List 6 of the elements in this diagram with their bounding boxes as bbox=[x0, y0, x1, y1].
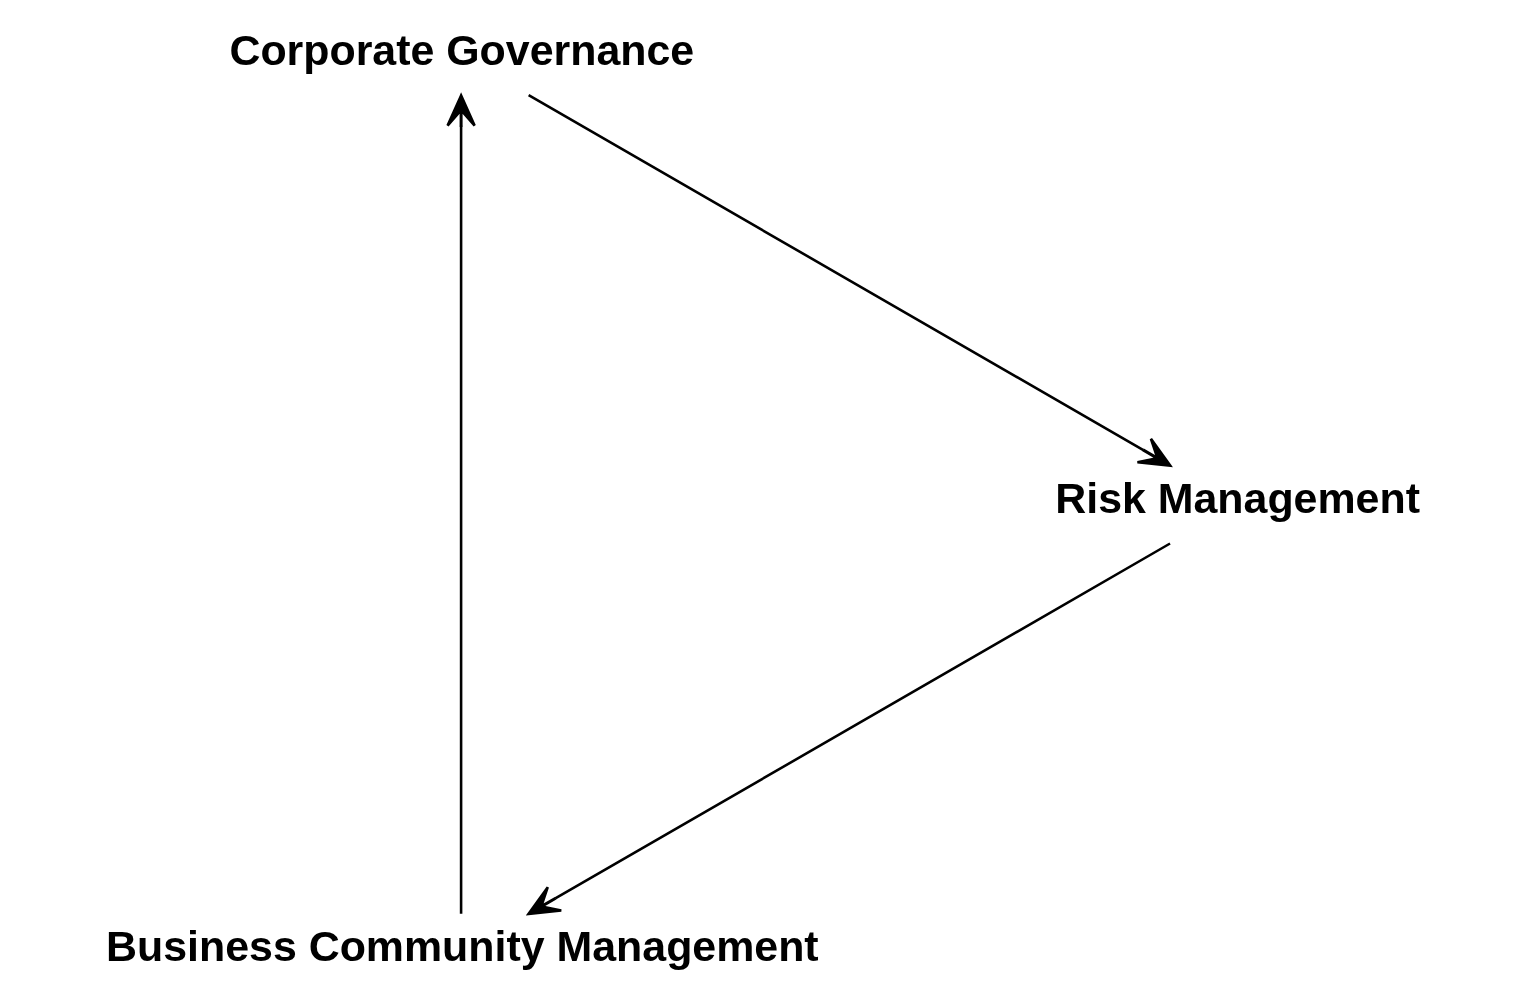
arrow bbox=[527, 541, 1171, 915]
arrow bbox=[528, 93, 1172, 467]
node-text: Corporate Governance bbox=[229, 25, 695, 74]
arrow bbox=[446, 93, 476, 914]
node-text: Risk Management bbox=[1055, 473, 1420, 522]
node-text: Business Community Management bbox=[106, 921, 819, 970]
